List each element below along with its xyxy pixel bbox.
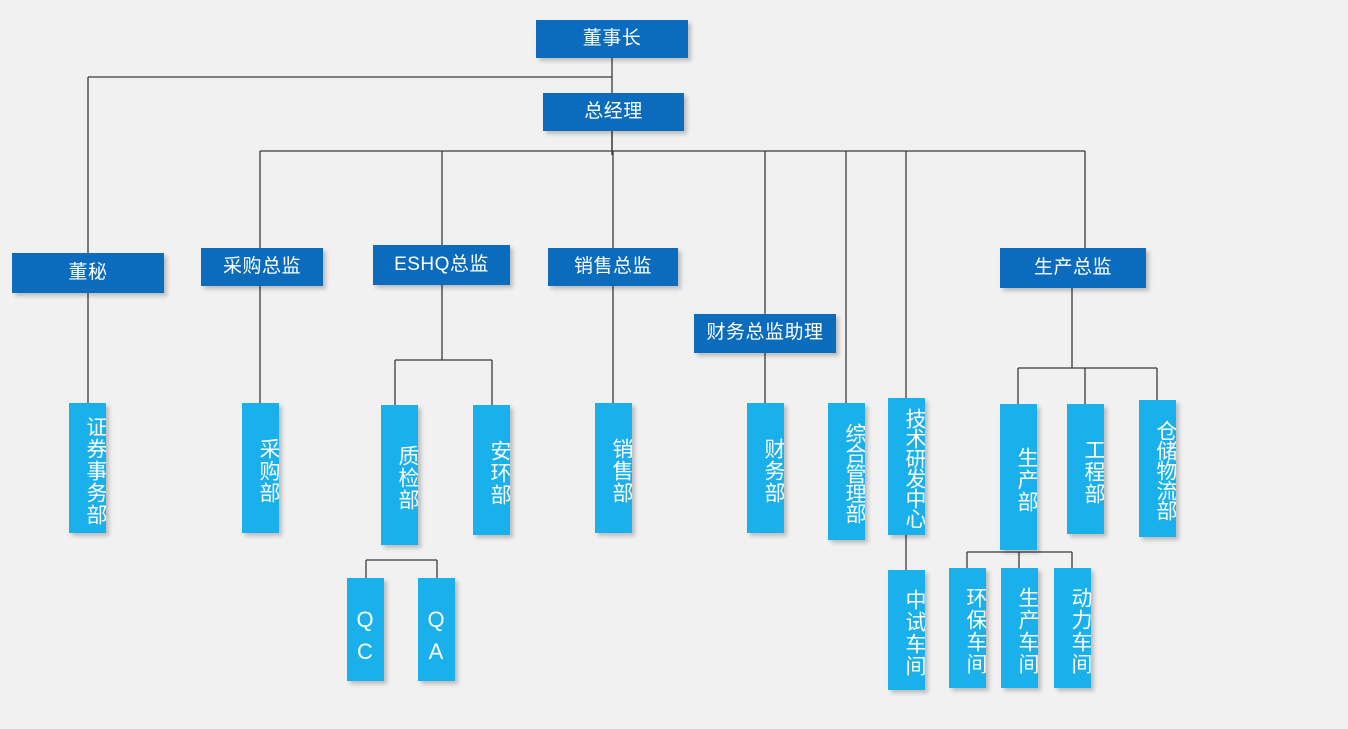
node-securities-affairs-dept[interactable]: 证券事务部 bbox=[69, 403, 106, 533]
node-purchasing-director[interactable]: 采购总监 bbox=[201, 248, 323, 286]
node-qa[interactable]: Q A bbox=[418, 578, 455, 681]
node-warehouse-logistics-dept[interactable]: 仓储物流部 bbox=[1139, 400, 1176, 537]
node-safety-environment-dept[interactable]: 安环部 bbox=[473, 405, 510, 535]
node-production-director[interactable]: 生产总监 bbox=[1000, 248, 1146, 288]
node-engineering-dept[interactable]: 工程部 bbox=[1067, 404, 1104, 534]
node-chairman[interactable]: 董事长 bbox=[536, 20, 688, 58]
node-quality-inspection-dept[interactable]: 质检部 bbox=[381, 405, 418, 545]
node-general-manager[interactable]: 总经理 bbox=[543, 93, 684, 131]
node-purchasing-dept[interactable]: 采购部 bbox=[242, 403, 279, 533]
node-environmental-workshop[interactable]: 环保车间 bbox=[949, 568, 986, 688]
node-rnd-center[interactable]: 技术研发中心 bbox=[888, 398, 925, 535]
node-power-workshop[interactable]: 动力车间 bbox=[1054, 568, 1091, 688]
node-eshq-director[interactable]: ESHQ总监 bbox=[373, 245, 510, 285]
node-production-workshop[interactable]: 生产车间 bbox=[1001, 568, 1038, 688]
node-pilot-workshop[interactable]: 中试车间 bbox=[888, 570, 925, 690]
node-sales-director[interactable]: 销售总监 bbox=[548, 248, 678, 286]
node-production-dept[interactable]: 生产部 bbox=[1000, 404, 1037, 550]
node-board-secretary[interactable]: 董秘 bbox=[12, 253, 164, 293]
node-qc[interactable]: Q C bbox=[347, 578, 384, 681]
node-general-administration-dept[interactable]: 综合管理部 bbox=[828, 403, 865, 540]
node-sales-dept[interactable]: 销售部 bbox=[595, 403, 632, 533]
node-finance-director-assistant[interactable]: 财务总监助理 bbox=[694, 314, 836, 353]
node-finance-dept[interactable]: 财务部 bbox=[747, 403, 784, 533]
